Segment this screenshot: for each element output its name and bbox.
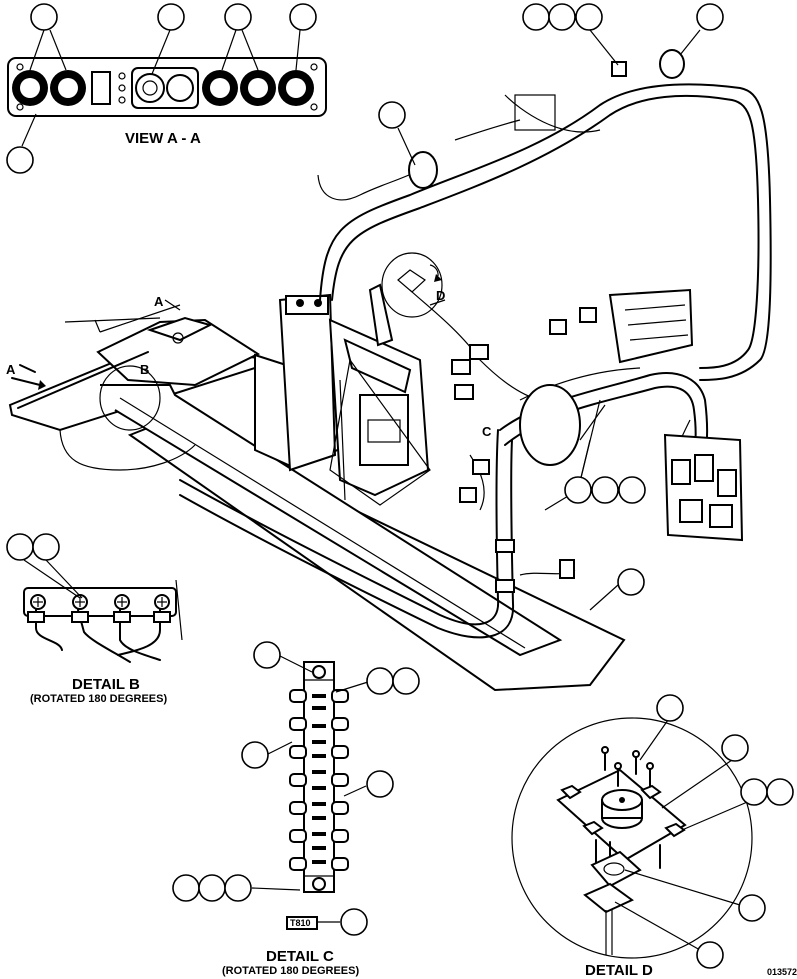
callout-bubble: [172, 874, 200, 902]
relay-block: [608, 288, 694, 364]
callout-bubble: [366, 770, 394, 798]
detail-b-note: (ROTATED 180 DEGREES): [30, 693, 168, 705]
console-housing: [278, 293, 337, 472]
view-aa-knob: [12, 70, 48, 106]
detail-b-title: DETAIL B: [72, 676, 140, 693]
shift-lever: [368, 283, 394, 347]
callout-bubble: [740, 778, 768, 806]
cable-tie: [495, 579, 515, 593]
detail-d-callout-circle: [381, 252, 443, 318]
callout-bubble: [224, 874, 252, 902]
terminal-strip: [303, 661, 335, 893]
clamp: [146, 316, 213, 342]
detail-b-terminal: [72, 594, 88, 610]
detail-c-tag-box: [286, 916, 318, 930]
callout-bubble: [766, 778, 794, 806]
detail-b: [23, 559, 183, 663]
callout-bubble: [6, 533, 34, 561]
connector: [454, 384, 474, 400]
harness-components: [146, 49, 744, 593]
detail-letter-b: B: [140, 362, 150, 377]
detail-b-terminal: [114, 594, 130, 610]
callout-bubble: [696, 3, 724, 31]
callout-bubble: [522, 3, 550, 31]
callout-bubble: [241, 741, 269, 769]
view-aa-leaders: [21, 29, 301, 147]
detail-b-callout-circle: [99, 365, 161, 431]
callout-bubble: [198, 874, 226, 902]
detail-c: [251, 655, 369, 930]
connector: [459, 487, 477, 503]
main-assembly: [8, 283, 626, 692]
grommet: [408, 151, 438, 189]
gasket: [590, 850, 642, 888]
callout-bubble: [6, 146, 34, 174]
callout-bubble: [157, 3, 185, 31]
section-letter-a: A: [154, 294, 164, 309]
detail-d-screws: [601, 746, 654, 787]
detail-letter-d: D: [436, 288, 446, 303]
connector: [469, 344, 489, 360]
callout-bubble: [378, 101, 406, 129]
view-indicators: [11, 252, 446, 431]
connector: [472, 459, 490, 475]
section-letter-a: A: [6, 362, 16, 377]
callout-bubble: [289, 3, 317, 31]
callout-bubble: [591, 476, 619, 504]
callout-bubble: [340, 908, 368, 936]
view-aa-knob: [202, 70, 238, 106]
detail-b-terminal: [154, 594, 170, 610]
view-aa-key-switch: [135, 73, 165, 103]
detail-d-title: DETAIL D: [585, 962, 653, 979]
detail-c-marks: [312, 694, 326, 864]
figure-code: 013572: [767, 967, 797, 977]
view-aa-knob: [240, 70, 276, 106]
callout-bubble: [253, 641, 281, 669]
callout-bubble: [224, 3, 252, 31]
cable-tie: [495, 539, 515, 553]
callout-bubble: [392, 667, 420, 695]
grommet-c: [519, 384, 581, 466]
callout-bubble: [564, 476, 592, 504]
detail-d: [511, 717, 753, 959]
detail-letter-c: C: [482, 424, 492, 439]
detail-c-note: (ROTATED 180 DEGREES): [222, 965, 360, 977]
detail-b-terminal: [30, 594, 46, 610]
detail-d-circle: [511, 717, 753, 959]
view-aa-switch: [91, 71, 111, 105]
connector: [451, 359, 471, 375]
view-aa-plug: [166, 74, 194, 102]
callout-bubble: [32, 533, 60, 561]
callout-bubble: [548, 3, 576, 31]
connector: [579, 307, 597, 323]
detail-c-title: DETAIL C: [266, 948, 334, 965]
connector: [559, 559, 575, 579]
view-aa-panel: [7, 57, 327, 117]
grommet: [659, 49, 685, 79]
callout-bubble: [721, 734, 749, 762]
side-rail: [100, 384, 563, 657]
connector: [549, 319, 567, 335]
callout-bubble: [30, 3, 58, 31]
view-aa-title: VIEW A - A: [125, 130, 201, 147]
detail-c-tag: T810: [290, 918, 311, 928]
callout-bubble: [656, 694, 684, 722]
detail-c-terminals: [289, 689, 349, 871]
callout-bubble: [366, 667, 394, 695]
callout-bubble: [617, 568, 645, 596]
callout-bubble: [618, 476, 646, 504]
callout-bubble: [738, 894, 766, 922]
view-aa-knob: [278, 70, 314, 106]
callout-bubble: [696, 941, 724, 969]
callout-bubbles: [6, 3, 794, 969]
clamp: [611, 61, 627, 77]
view-aa-knob: [50, 70, 86, 106]
callout-bubble: [575, 3, 603, 31]
